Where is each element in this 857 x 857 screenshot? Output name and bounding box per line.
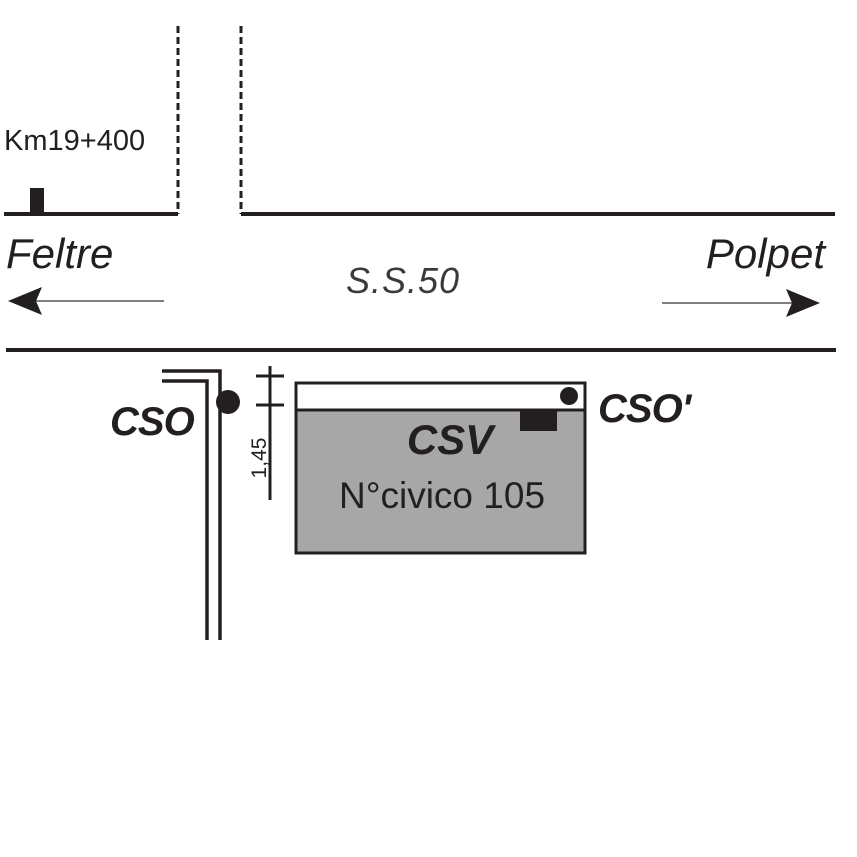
building-label: CSV (407, 416, 496, 463)
east-arrow-head (786, 289, 820, 317)
pipe-line-outer (162, 369, 222, 640)
cso-prime-label: CSO' (598, 387, 693, 431)
cso-label: CSO (110, 400, 195, 444)
dimension-label: 1,45 (248, 438, 271, 479)
pipe-line-inner (162, 379, 209, 640)
cso-prime-point (560, 387, 578, 405)
east-direction-label: Polpet (706, 230, 827, 277)
building-marker (520, 411, 557, 431)
building-front-strip (294, 381, 587, 412)
west-direction-label: Feltre (6, 230, 113, 277)
road-name-label: S.S.50 (346, 260, 460, 301)
address-label: N°civico 105 (339, 475, 545, 516)
west-arrow-head (8, 287, 42, 315)
km-marker-label: Km19+400 (4, 125, 145, 157)
km-marker-post (30, 188, 44, 214)
cso-point (216, 390, 240, 414)
